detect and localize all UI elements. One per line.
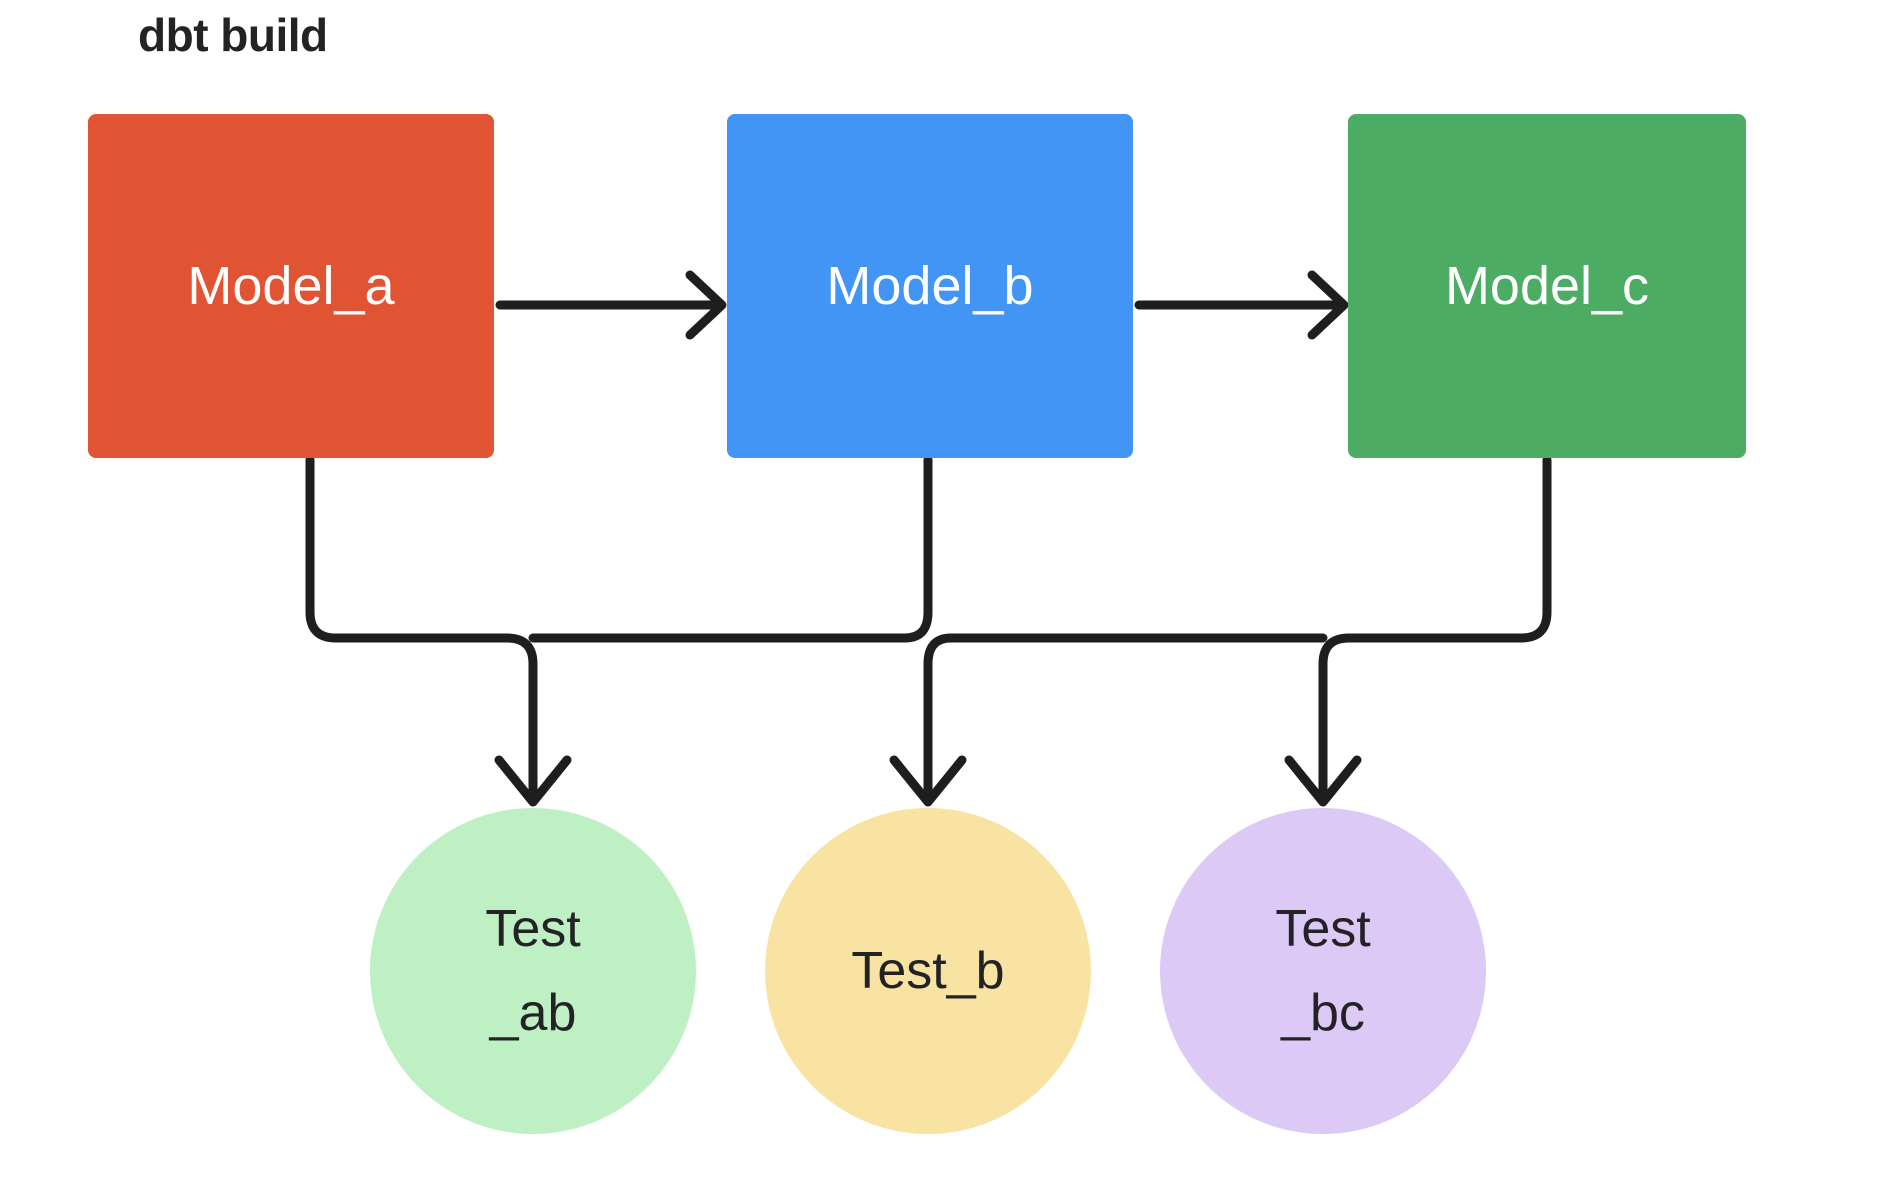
edge-model-b-to-model-c: [1134, 270, 1349, 340]
node-model-a[interactable]: Model_a: [88, 114, 494, 458]
node-test-ab[interactable]: Test _ab: [370, 808, 696, 1134]
node-model-c[interactable]: Model_c: [1348, 114, 1746, 458]
node-test-ab-label: Test _ab: [485, 899, 581, 1042]
edge-branch-to-test-ab: [494, 659, 572, 807]
node-test-bc-label: Test _bc: [1275, 899, 1371, 1042]
edge-model-c-to-bus: [1318, 455, 1552, 669]
edge-model-a-to-model-b: [495, 270, 727, 340]
node-test-bc[interactable]: Test _bc: [1160, 808, 1486, 1134]
node-test-b-label: Test_b: [851, 941, 1005, 1000]
edge-branch-to-test-bc: [1284, 659, 1362, 807]
edge-model-b-to-test-b: [889, 455, 967, 807]
edge-model-a-to-bus: [305, 455, 538, 669]
node-model-c-label: Model_c: [1444, 255, 1650, 316]
node-model-a-label: Model_a: [187, 255, 395, 316]
diagram-title: dbt build: [138, 9, 328, 61]
node-test-b[interactable]: Test_b: [765, 808, 1091, 1134]
node-model-b-label: Model_b: [826, 255, 1034, 316]
node-model-b[interactable]: Model_b: [727, 114, 1133, 458]
